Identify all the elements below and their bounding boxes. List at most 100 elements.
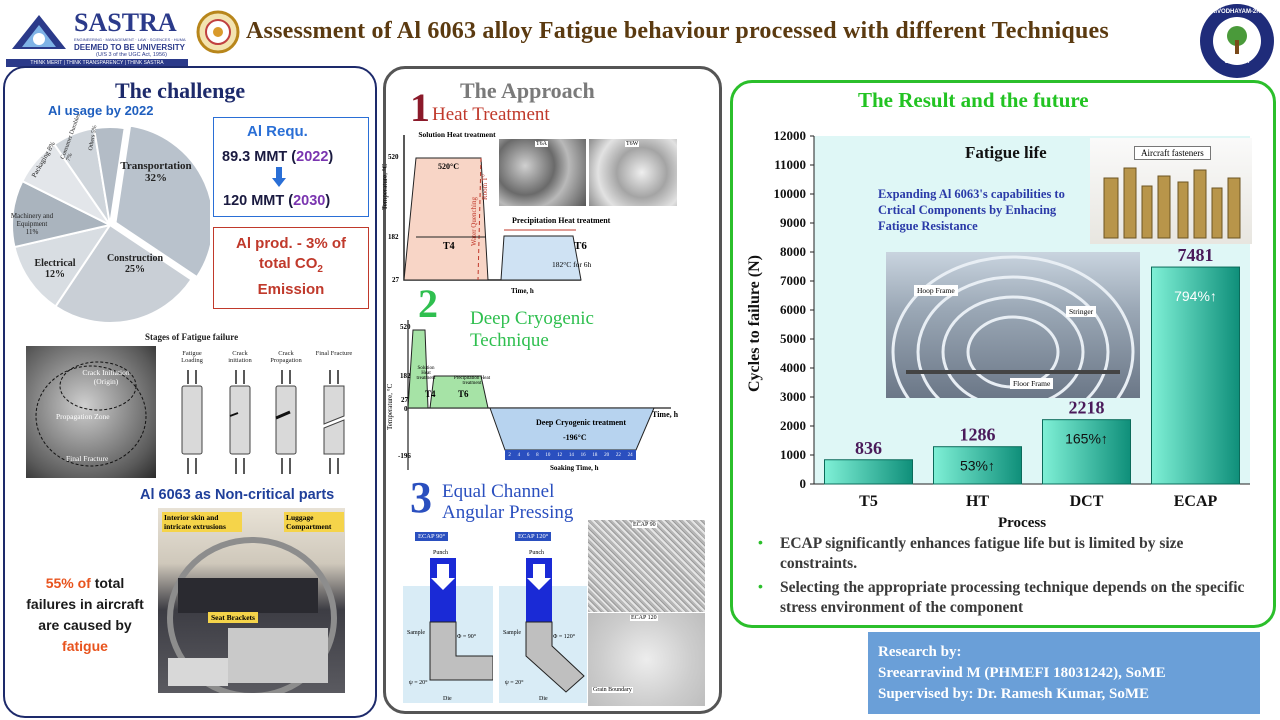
down-arrow-icon xyxy=(272,167,286,187)
ecap120-die: Die xyxy=(539,696,548,702)
dct-t6-label: T6 xyxy=(458,389,469,399)
dct-y182: 182 xyxy=(400,372,411,380)
frame-label-floor: Floor Frame xyxy=(1010,378,1054,389)
y-tick-label: 12000 xyxy=(774,128,807,143)
soak-tick: 8 xyxy=(536,452,539,458)
fatigue-stages-title: Stages of Fatigue failure xyxy=(145,332,239,342)
frame-label-stringer: Stringer xyxy=(1066,306,1097,317)
ecap90-die-icon xyxy=(403,558,493,703)
soak-tick: 12 xyxy=(557,452,563,458)
dct-y0: 0 xyxy=(404,405,408,413)
sastra-ugc: (U/S 3 of the UGC Act, 1956) xyxy=(96,52,167,58)
arivodhayam-badge: ARIVODHAYAM-2K24 SASTRA xyxy=(1198,2,1276,80)
ht-solution-label: Solution Heat treatment xyxy=(418,130,496,139)
aircraft-fasteners-photo: Aircraft fasteners xyxy=(1090,138,1252,244)
soak-tick: 14 xyxy=(568,452,574,458)
ht-x-axis: Time, h xyxy=(511,287,534,295)
approach-title: The Approach xyxy=(460,78,595,103)
credits-line-2: Sreearravind M (PHMEFI 18031242), SoME xyxy=(878,665,1166,681)
bar-ht xyxy=(933,446,1022,485)
pie-slice xyxy=(92,126,126,226)
ecap90-micro-label: ECAP 90 xyxy=(632,522,657,528)
ecap90-diagram: ECAP 90° Punch Sample Φ = 90° ψ = 20° Di… xyxy=(403,530,493,706)
sastra-deemed: DEEMED TO BE UNIVERSITY xyxy=(74,43,185,52)
soak-tick: 6 xyxy=(526,452,530,458)
ecap90-sample: Sample xyxy=(407,630,425,636)
t6a-micrograph: T6A xyxy=(499,139,586,206)
ht-y27: 27 xyxy=(392,276,399,284)
ecap120-micrograph: ECAP 120 Grain Boundary xyxy=(588,613,705,706)
bar-improvement-label: 165%↑ xyxy=(1065,431,1108,447)
bar-improvement-label: 53%↑ xyxy=(960,458,995,474)
arivodhayam-logo-icon xyxy=(1200,4,1274,78)
ht-t4-label: T4 xyxy=(443,241,455,252)
approach-panel xyxy=(383,66,722,714)
y-tick-label: 8000 xyxy=(780,244,806,259)
bar-dct xyxy=(1042,419,1131,485)
dct-y-axis: Temperature, °C xyxy=(386,383,394,430)
aircraft-cabin-photo: Interior skin and intricate extrusions L… xyxy=(158,508,345,693)
cabin-structure-icon xyxy=(167,537,337,693)
specimen-cylinders-icon xyxy=(181,370,345,474)
credits-line-3: Supervised by: Dr. Ramesh Kumar, SoME xyxy=(878,686,1150,702)
ecap120-tag: ECAP 120° xyxy=(515,532,552,541)
stage-label-fracture: Final Fracture xyxy=(315,350,353,357)
frame-label-hoop: Hoop Frame xyxy=(914,285,958,296)
ecap120-phi: Φ = 120° xyxy=(553,634,576,640)
x-tick-label: ECAP xyxy=(1174,493,1218,510)
ecap120-punch: Punch xyxy=(529,550,544,556)
bar-ecap xyxy=(1151,266,1240,485)
challenge-panel xyxy=(3,66,377,718)
y-tick-label: 4000 xyxy=(780,360,806,375)
ht-y-axis: Temperature, °C xyxy=(381,163,389,210)
dct-precip-label: Precipitation Heat treatment xyxy=(453,376,491,386)
chart-y-label: Cycles to failure (N) xyxy=(746,255,763,392)
result-title: The Result and the future xyxy=(858,88,1089,112)
t6a-label: T6A xyxy=(535,141,548,147)
soak-tick: 4 xyxy=(517,452,521,458)
ht-t6-cond: 182°C for 6h xyxy=(552,260,592,269)
fracture-label-propagation: Propagation Zone xyxy=(56,412,110,421)
bar-t5 xyxy=(824,459,913,485)
y-tick-label: 11000 xyxy=(774,157,806,172)
fracture-zones-icon xyxy=(35,361,147,467)
university-seal-icon xyxy=(196,10,240,54)
bar-improvement-label: 794%↑ xyxy=(1174,288,1217,304)
bullet-icon: • xyxy=(758,578,763,594)
ht-520-label: 520°C xyxy=(438,162,459,171)
dct-temp-label: -196°C xyxy=(563,433,587,442)
co2-box xyxy=(213,227,369,309)
fracture-label-final: Final Fracture xyxy=(66,454,109,463)
aluminium-usage-pie-chart xyxy=(11,124,210,324)
bar-value-label: 1286 xyxy=(960,425,996,445)
dct-treatment-label: Deep Cryogenic treatment xyxy=(536,418,627,427)
x-tick-label: T5 xyxy=(859,493,878,510)
dct-soak-label: Soaking Time, h xyxy=(550,464,599,472)
bar-value-label: 836 xyxy=(855,438,882,458)
al-requirement-box xyxy=(213,117,369,217)
pie-slice xyxy=(11,179,113,249)
chart-x-label: Process xyxy=(998,515,1047,531)
y-tick-label: 9000 xyxy=(780,215,806,230)
ecap90-micrograph: ECAP 90 xyxy=(588,520,705,612)
dct-y27: 27 xyxy=(401,396,408,404)
al-requirement-title: Al Requ. xyxy=(247,123,308,140)
fracture-label-initiation: Crack Initiation (Origin) xyxy=(82,368,130,386)
sastra-emblem-icon xyxy=(12,15,66,49)
grain-boundary-label: Grain Boundary xyxy=(592,687,633,693)
pie-slice xyxy=(13,223,113,308)
ht-water-label: Water Quenching xyxy=(470,197,478,246)
pie-slice xyxy=(114,124,210,279)
ht-precip-label: Precipitation Heat treatment xyxy=(512,216,611,225)
step2-number: 2 xyxy=(418,281,438,326)
cabin-label-seat-brackets: Seat Brackets xyxy=(208,612,258,623)
fracture-surface-image: Crack Initiation (Origin) Propagation Zo… xyxy=(26,346,156,478)
soak-tick: 24 xyxy=(627,452,633,458)
page-title: Assessment of Al 6063 alloy Fatigue beha… xyxy=(246,18,1109,44)
ht-y182: 182 xyxy=(388,233,399,241)
dct-x-axis: Time, h xyxy=(652,410,679,419)
